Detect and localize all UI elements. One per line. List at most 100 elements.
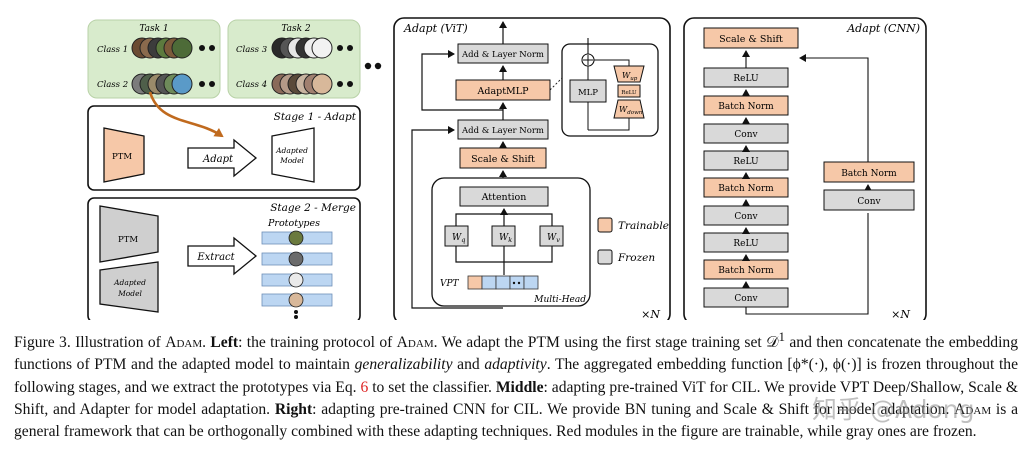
legend-trainable-swatch [597,217,613,233]
cnn-scale-shift [703,27,799,49]
stage2-ptm-shape [99,205,159,263]
prototypes-label: Prototypes [267,218,320,229]
adapted-model-label-2: Model [279,156,304,165]
caption-eq-ref[interactable]: 6 [360,378,369,396]
vit-repeat-label: ×N [641,308,660,320]
adapt-arrow-label: Adapt [202,154,234,165]
vit-adaptmlp-label: AdaptMLP [477,86,530,97]
legend-frozen-swatch [597,249,613,265]
caption-adam-2: Adam [396,334,434,352]
caption-p8: : adapting pre-trained ViT for CIL. We p… [14,378,1018,418]
stage2-ptm-label: PTM [118,235,138,245]
stage1-adapted-model-shape [271,127,315,183]
class3-images [271,37,333,59]
caption-p5: and [452,356,485,374]
task2-panel: Task 2 Class 3 Class 4 [227,19,361,99]
cnn-relu-1-label: ReLU [733,74,759,84]
cnn-bn-2-label: Batch Norm [718,184,774,194]
stage1-panel: Stage 1 - Adapt PTM Adapt Adapted Model [87,91,361,191]
caption-middle-bold: Middle [495,378,544,396]
vit-wq-label: Wq [452,233,465,244]
caption-p7: to set the classifier. [368,378,496,396]
caption-p3: . We adapt the PTM using the first stage… [433,334,779,352]
task1-panel: Task 1 Class 1 Class 2 [87,19,221,99]
cnn-shortcut-bn [823,161,915,183]
stage1-title: Stage 1 - Adapt [274,111,357,123]
cnn-bn-3-label: Batch Norm [718,266,774,276]
vit-relu-small [617,84,641,98]
vit-wk-label: Wk [499,233,512,244]
vit-vpt-label: VPT [440,279,460,289]
cnn-conv-1-label: Conv [734,130,758,140]
stage2-adapted-model-shape [99,261,159,313]
caption-right-bold: Right [274,400,313,418]
vit-wdown-label: Wdown [619,105,643,116]
caption-generalizability: generalizability [354,356,453,374]
class3-label: Class 3 [236,45,267,55]
vpt-token-row [467,275,539,290]
vit-add-norm-top-label: Add & Layer Norm [461,50,544,60]
cnn-relu-3-label: ReLU [733,239,759,249]
adapted-model-label-1: Adapted [275,146,308,155]
vit-relu-small-label: ReLU [621,90,637,96]
stage2-panel: Stage 2 - Merge PTM Adapted Model Extrac… [87,197,361,320]
legend-frozen-label: Frozen [617,252,655,264]
caption-fig-label: Figure 3. Illustration of [14,334,166,352]
cnn-shortcut-conv-label: Conv [857,197,881,207]
vit-mlp-label: MLP [578,88,598,98]
vit-wv-label: Wv [547,233,560,244]
cnn-shortcut-bn-label: Batch Norm [841,169,897,179]
caption-p10: is a general framework that can be ortho… [14,400,1019,440]
cnn-repeat-label: ×N [891,308,910,320]
legend-trainable-label: Trainable [618,220,669,232]
adapt-arrow [187,138,258,178]
class1-images [131,37,193,59]
cnn-shortcut-conv [823,189,915,211]
tasks-more-dots [364,62,382,70]
caption-p1: . [202,334,211,352]
figure-caption: Figure 3. Illustration of Adam. Left: th… [14,326,1018,443]
vit-attention [459,186,549,207]
caption-left-bold: Left [210,334,239,352]
task2-title: Task 2 [281,24,311,34]
vit-title: Adapt (ViT) [403,22,468,35]
figure-diagram: Task 1 Class 1 Class 2 Task 2 Class 3 [87,17,927,320]
class4-label: Class 4 [236,80,267,90]
class4-images [271,73,333,95]
vit-attention-label: Attention [481,192,527,203]
vit-scale-shift-label: Scale & Shift [471,154,535,165]
vit-wup-shape [613,65,645,83]
stage1-ptm-shape [103,127,145,183]
stage2-adapted-label-1: Adapted [113,278,146,287]
vit-wup-label: Wup [622,71,638,82]
cnn-relu-2-label: ReLU [733,157,759,167]
task1-title: Task 1 [139,24,168,34]
caption-adam-1: Adam [165,334,203,352]
class2-label: Class 2 [97,80,128,90]
orange-curved-arrow [148,91,224,138]
stage1-ptm-label: PTM [112,152,132,162]
caption-sup1: 1 [778,329,786,344]
vit-add-norm-bottom-label: Add & Layer Norm [461,126,544,136]
cnn-bn-1-label: Batch Norm [718,102,774,112]
cnn-conv-2-label: Conv [734,212,758,222]
cnn-scale-shift-label: Scale & Shift [719,34,783,45]
caption-adaptivity: adaptivity [484,356,547,374]
stage2-title: Stage 2 - Merge [270,202,356,214]
caption-p4: and then concatenate the embedding funct… [14,334,1019,374]
stage2-adapted-label-2: Model [117,289,142,298]
class2-images [131,73,193,95]
caption-p9: : adapting pre-trained CNN for CIL. We p… [312,400,955,418]
cnn-title: Adapt (CNN) [846,22,920,35]
vit-panel: Adapt (ViT) Add & Layer Norm AdaptMLP Ad… [393,17,671,320]
caption-adam-3: Adam [954,400,992,418]
caption-p2: : the training protocol of [238,334,397,352]
prototype-bars [261,230,333,319]
extract-arrow-label: Extract [196,252,235,263]
extract-arrow [187,236,258,276]
cnn-panel: Adapt (CNN) Scale & Shift ReLU Batch Nor… [683,17,927,320]
vit-multihead-label: Multi-Head [533,295,586,305]
class1-label: Class 1 [97,45,128,55]
caption-p6: . The aggregated embedding function [ϕ*(… [14,356,1018,396]
vit-wdown-shape [613,99,645,119]
